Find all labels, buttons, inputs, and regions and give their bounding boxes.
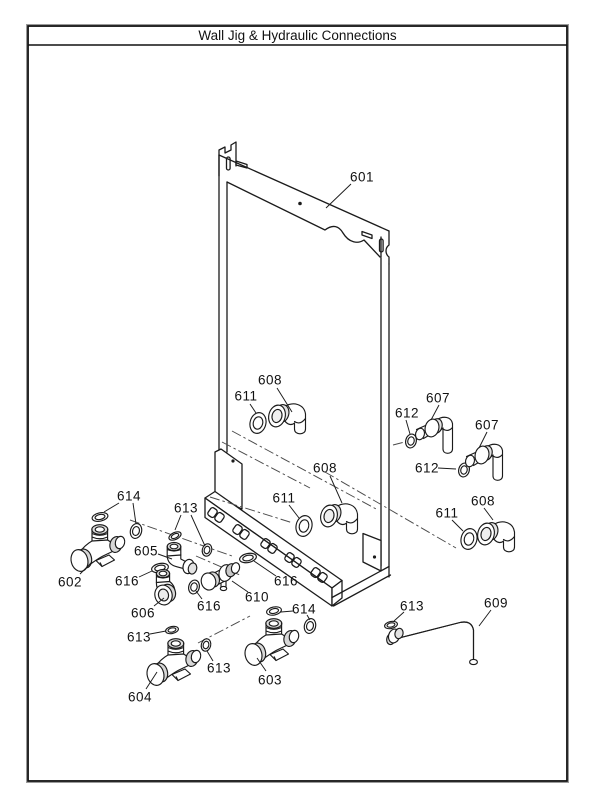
leader-line-607 bbox=[430, 404, 440, 421]
part-label-611: 611 bbox=[234, 389, 257, 404]
wall-jig-frame bbox=[204, 141, 392, 607]
part-label-608: 608 bbox=[471, 494, 495, 509]
part-label-613: 613 bbox=[400, 599, 424, 614]
tray-slot bbox=[232, 524, 250, 540]
leader-line-611 bbox=[249, 403, 257, 414]
leader-line-613 bbox=[149, 630, 167, 635]
part-label-606: 606 bbox=[131, 606, 155, 621]
part-label-603: 603 bbox=[258, 673, 282, 688]
frame-hook-right bbox=[361, 230, 373, 240]
leader-line-614 bbox=[132, 502, 137, 525]
page-border-shadow bbox=[26, 24, 569, 783]
leader-line-606 bbox=[153, 597, 165, 607]
leader-line-601 bbox=[325, 183, 352, 209]
leader-line-608 bbox=[483, 507, 494, 521]
leader-line-611 bbox=[288, 504, 300, 519]
part-label-610: 610 bbox=[245, 590, 269, 605]
part-label-612: 612 bbox=[395, 406, 419, 421]
part-label-607: 607 bbox=[475, 418, 499, 433]
part-label-607: 607 bbox=[426, 391, 450, 406]
leader-line-611 bbox=[451, 519, 464, 532]
leader-line-607 bbox=[478, 431, 488, 449]
tray-slot bbox=[310, 567, 328, 583]
frame-screw-hole-left bbox=[231, 459, 235, 463]
leader-line-614 bbox=[280, 610, 294, 613]
part-label-611: 611 bbox=[435, 506, 458, 521]
frame-left-end-plate bbox=[214, 448, 243, 510]
part-label-612: 612 bbox=[415, 461, 439, 476]
tray-slot bbox=[207, 507, 225, 523]
leader-line-616 bbox=[195, 590, 203, 600]
part-label-613: 613 bbox=[207, 661, 231, 676]
tray-slot bbox=[284, 552, 302, 568]
leader-line-604 bbox=[145, 671, 158, 690]
part-label-616: 616 bbox=[115, 574, 139, 589]
part-label-605: 605 bbox=[134, 544, 158, 559]
part-label-613: 613 bbox=[174, 501, 198, 516]
page-title: Wall Jig & Hydraulic Connections bbox=[198, 28, 397, 43]
leader-line-605 bbox=[157, 553, 173, 560]
frame-screw-hole-right bbox=[372, 555, 377, 559]
leader-line-610 bbox=[231, 580, 249, 593]
leader-line-608 bbox=[276, 387, 293, 413]
part-label-614: 614 bbox=[292, 602, 316, 617]
part-label-613: 613 bbox=[127, 630, 151, 645]
leader-line-612 bbox=[437, 467, 457, 470]
leader-line-616 bbox=[138, 570, 153, 578]
leader-line-614 bbox=[103, 502, 120, 513]
leader-line-613 bbox=[393, 611, 405, 622]
leader-line-608 bbox=[329, 475, 343, 504]
parts-layer bbox=[68, 402, 516, 688]
labels-layer: 601 602 603 604 605 606 607 607 608 608 608 609 610 6… bbox=[58, 170, 508, 705]
part-label-609: 609 bbox=[484, 596, 508, 611]
leader-line-614 bbox=[306, 614, 311, 621]
tray-end-face bbox=[331, 579, 343, 607]
part-label-604: 604 bbox=[128, 690, 152, 705]
leader-line-602 bbox=[79, 561, 93, 575]
part-label-608: 608 bbox=[313, 461, 337, 476]
frame-screw-hole-top bbox=[298, 201, 302, 206]
leader-line-613 bbox=[190, 514, 206, 547]
frame-right-foot bbox=[362, 532, 382, 572]
leader-line-613 bbox=[174, 514, 182, 531]
leader-line-612 bbox=[405, 419, 411, 435]
tray-slot bbox=[260, 538, 278, 554]
part-label-611: 611 bbox=[272, 491, 295, 506]
frame-bottom-bar bbox=[331, 565, 392, 607]
leader-line-603 bbox=[256, 657, 267, 672]
leader-line-616 bbox=[253, 560, 277, 577]
part-label-616: 616 bbox=[274, 574, 298, 589]
leader-line-609 bbox=[478, 609, 492, 627]
part-609-pipe bbox=[386, 621, 478, 666]
part-label-608: 608 bbox=[258, 373, 282, 388]
part-label-602: 602 bbox=[58, 575, 82, 590]
part-label-614: 614 bbox=[117, 489, 141, 504]
part-label-616: 616 bbox=[197, 599, 221, 614]
part-label-601: 601 bbox=[350, 170, 374, 185]
leader-line-613 bbox=[206, 650, 214, 662]
page-border bbox=[27, 25, 568, 782]
